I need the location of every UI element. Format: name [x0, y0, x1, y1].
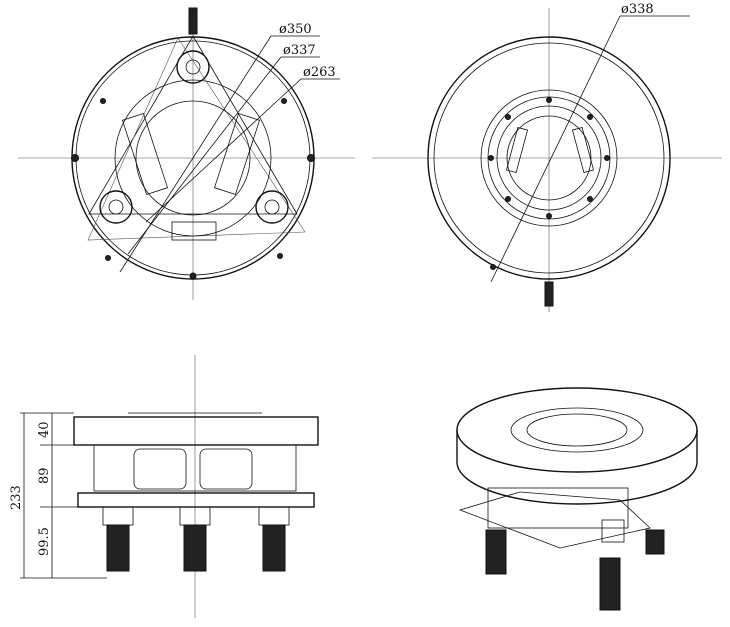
- dim-99-5: 99.5: [37, 527, 52, 556]
- side-motor-left: [133, 448, 187, 490]
- side-leg-left-spring: [106, 524, 130, 572]
- bottom-bolt-2: [546, 213, 552, 219]
- dim-d263: ø263: [303, 65, 336, 80]
- bottom-bolt-3: [488, 155, 494, 161]
- leader-d263: [145, 78, 302, 223]
- bottom-bolt-rim: [490, 264, 496, 270]
- top-pad-3-inner: [264, 199, 280, 215]
- leader-d338: [490, 15, 621, 283]
- top-bolt-sw: [105, 255, 111, 261]
- iso-flange-outer: [510, 407, 644, 453]
- top-actuator-2: [213, 113, 261, 195]
- top-pad-1: [176, 50, 210, 84]
- bottom-view: ø338: [372, 2, 722, 312]
- leader-d350: [119, 35, 272, 273]
- bottom-bore: [506, 115, 592, 201]
- dim-d338: ø338: [621, 2, 654, 17]
- side-base-plate: [77, 492, 315, 508]
- iso-leg-front: [599, 557, 621, 611]
- top-pad-3: [255, 190, 289, 224]
- top-triangle-frame: [88, 35, 298, 215]
- bottom-cable: [544, 281, 554, 307]
- top-bolt-w: [71, 154, 79, 162]
- iso-top-ellipse: [456, 387, 698, 473]
- top-pad-1-inner: [185, 59, 201, 75]
- top-bolt-s: [189, 272, 197, 280]
- top-inner-ring: [114, 79, 272, 237]
- iso-base-plate: [458, 491, 651, 549]
- top-bolt-nw: [100, 98, 106, 104]
- bottom-actuator-2: [571, 126, 595, 174]
- iso-leg-left: [485, 529, 507, 575]
- bottom-outer-circle: [427, 36, 671, 280]
- side-middle-body: [93, 444, 297, 492]
- bottom-bolt-5: [505, 114, 511, 120]
- top-pad-2: [99, 190, 133, 224]
- side-leg-center-spring: [183, 524, 207, 572]
- iso-top-rim: [456, 430, 698, 505]
- bottom-bolt-1: [546, 97, 552, 103]
- side-leg-right-top: [258, 506, 290, 526]
- bottom-bolt-4: [604, 155, 610, 161]
- iso-body: [487, 487, 629, 529]
- bottom-actuator-1: [505, 126, 529, 174]
- dim-233: 233: [9, 485, 24, 510]
- dim-d337: ø337: [283, 43, 316, 58]
- top-bolt-e: [307, 154, 315, 162]
- dim-40: 40: [37, 421, 52, 438]
- side-leg-left-top: [102, 506, 134, 526]
- top-bolt-ne: [281, 98, 287, 104]
- leader-d337: [127, 56, 282, 255]
- side-motor-right: [199, 448, 253, 490]
- top-actuator-3: [171, 221, 217, 241]
- side-leg-right-spring: [262, 524, 286, 572]
- top-view: ø350 ø337 ø263: [18, 7, 355, 300]
- dim-89: 89: [37, 467, 52, 484]
- top-actuator-1: [121, 113, 169, 195]
- dim-d350: ø350: [279, 22, 312, 37]
- top-bore: [135, 100, 251, 216]
- bottom-flange-outer: [480, 89, 618, 227]
- top-pad-2-inner: [108, 199, 124, 215]
- side-top-plate: [73, 416, 319, 446]
- bottom-outer-circle-inner: [433, 42, 665, 274]
- iso-leg-right: [645, 529, 665, 555]
- isometric-view: [456, 387, 698, 611]
- bottom-bolt-6: [587, 114, 593, 120]
- iso-connector: [601, 519, 625, 543]
- top-cable: [188, 7, 198, 35]
- bottom-bolt-8: [587, 196, 593, 202]
- top-bolt-se: [277, 253, 283, 259]
- iso-flange-inner: [526, 413, 628, 447]
- bottom-flange-inner: [496, 105, 602, 211]
- bottom-bolt-7: [505, 196, 511, 202]
- side-view: 233 40 89 99.5: [9, 355, 319, 618]
